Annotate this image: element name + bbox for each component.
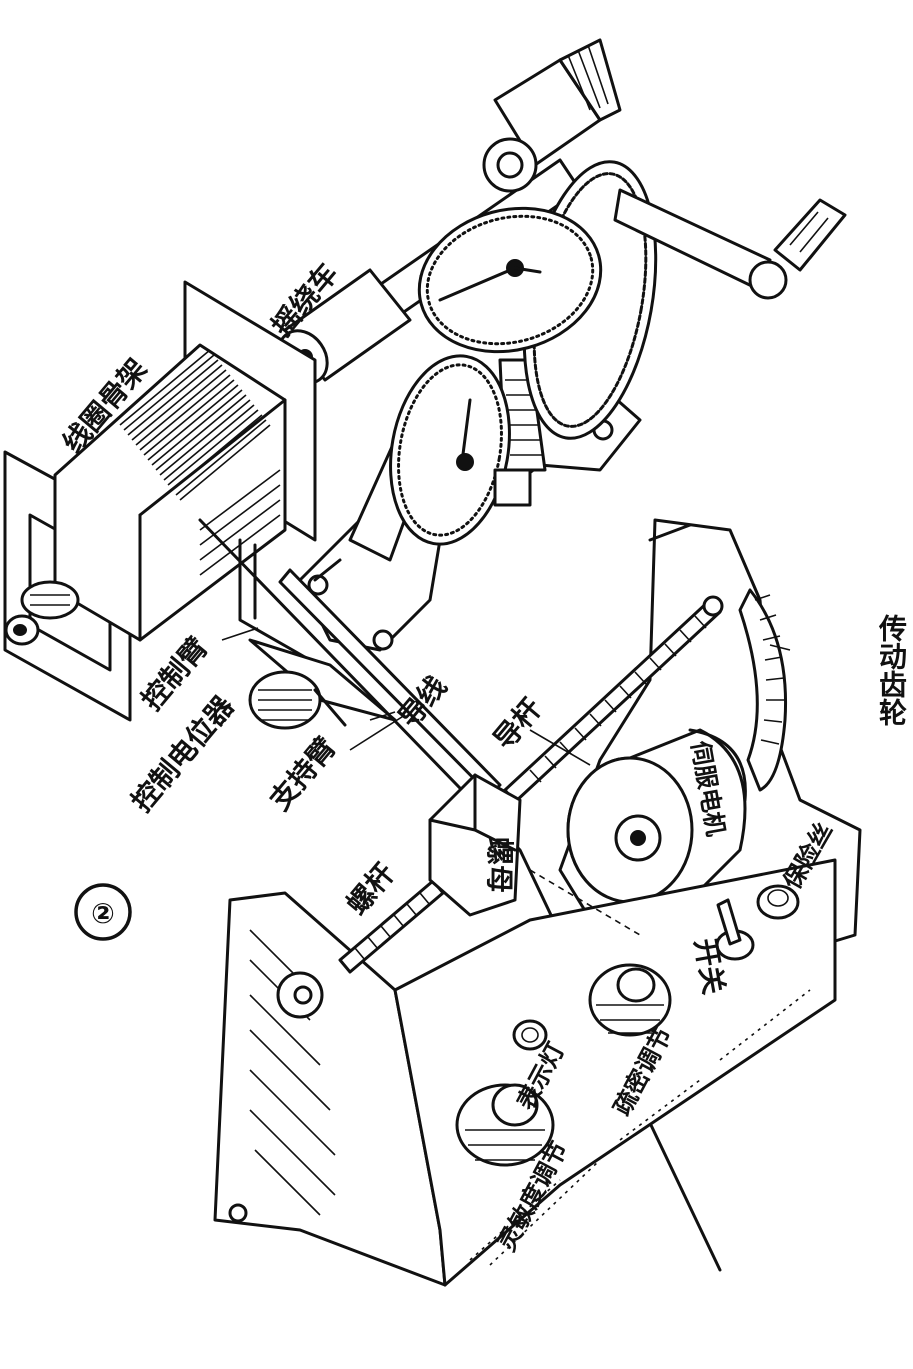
label-support-arm: 支持臂: [263, 731, 342, 817]
leader-control-arm: [221, 627, 259, 641]
figure-number: ②: [74, 883, 132, 941]
coil-frame-assembly: [3, 280, 317, 722]
leader-support-arm: [349, 714, 406, 751]
winder-assembly: [277, 38, 847, 652]
label-drive-gear: 传动齿轮: [796, 614, 908, 726]
figure-number-text: ②: [91, 897, 115, 930]
label-guide-rod: 导杆: [487, 692, 548, 756]
label-nut: 螺母: [483, 837, 516, 893]
leader-guide-wire: [369, 711, 396, 721]
guide-rod-assembly: [213, 518, 862, 1287]
leader-guide-rod: [529, 729, 591, 766]
label-drive-gear-text: 传动齿轮: [796, 614, 908, 726]
leader-lines: [221, 627, 791, 766]
leader-drive-gear: [769, 644, 791, 651]
label-guide-wire: 导线: [392, 670, 453, 734]
label-screw-rod: 螺杆: [340, 857, 401, 921]
label-control-potentiometer: 控制电位器: [125, 689, 241, 818]
